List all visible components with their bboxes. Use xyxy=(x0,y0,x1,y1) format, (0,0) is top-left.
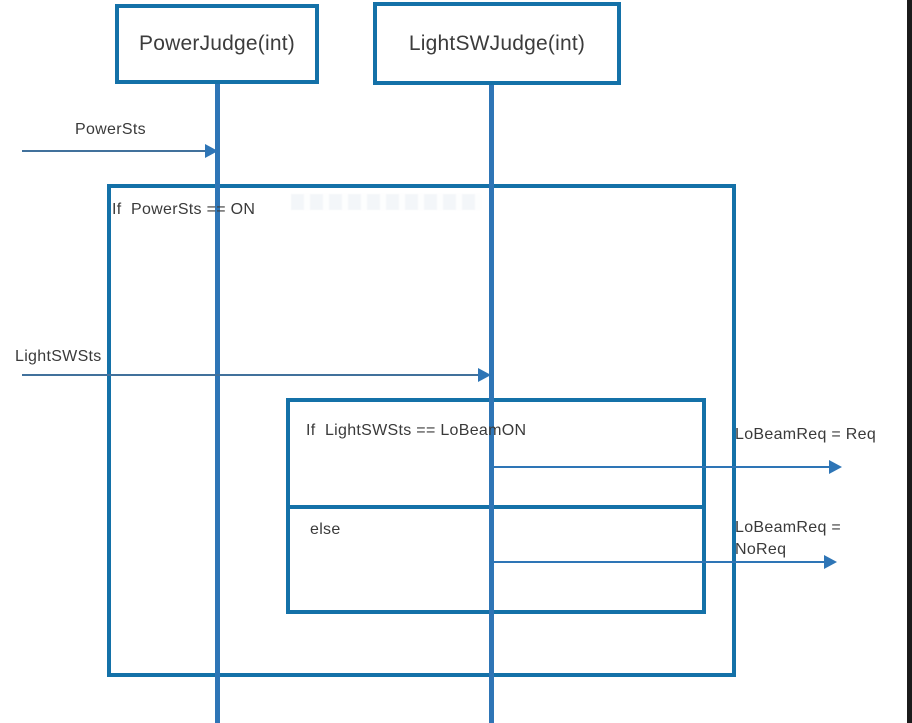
actor-box-powerjudge: PowerJudge(int) xyxy=(115,4,319,84)
condition-label-outer: If PowerSts == ON xyxy=(112,201,256,218)
arrowhead-lobeamreq-req-icon xyxy=(829,460,842,474)
message-line-lightswsts xyxy=(22,374,479,376)
message-line-lobeamreq-noreq xyxy=(494,561,825,563)
actor-label-lightswjudge: LightSWJudge(int) xyxy=(408,31,586,55)
message-label-powersts: PowerSts xyxy=(75,121,146,138)
alt-frame-inner-if xyxy=(286,398,706,509)
actor-box-lightswjudge: LightSWJudge(int) xyxy=(373,2,621,85)
message-label-lobeamreq-req: LoBeamReq = Req xyxy=(735,426,877,443)
lifeline-powerjudge xyxy=(215,84,220,723)
actor-label-powerjudge: PowerJudge(int) xyxy=(139,32,295,55)
alt-frame-inner-else xyxy=(286,505,706,614)
arrowhead-powersts-icon xyxy=(205,144,218,158)
message-label-lightswsts: LightSWSts xyxy=(15,348,102,365)
message-label-lobeamreq-noreq: LoBeamReq = NoReq xyxy=(735,519,842,558)
arrowhead-lobeamreq-noreq-icon xyxy=(824,555,837,569)
message-line-powersts xyxy=(22,150,206,152)
arrowhead-lightswsts-icon xyxy=(478,368,491,382)
watermark xyxy=(291,194,481,210)
screenshot-edge-bar xyxy=(907,0,912,723)
message-line-lobeamreq-req xyxy=(494,466,830,468)
condition-label-else: else xyxy=(310,521,341,538)
alt-frame-outer xyxy=(107,184,736,677)
lifeline-lightswjudge xyxy=(489,85,494,723)
condition-label-inner-if: If LightSWSts == LoBeamON xyxy=(306,422,527,439)
